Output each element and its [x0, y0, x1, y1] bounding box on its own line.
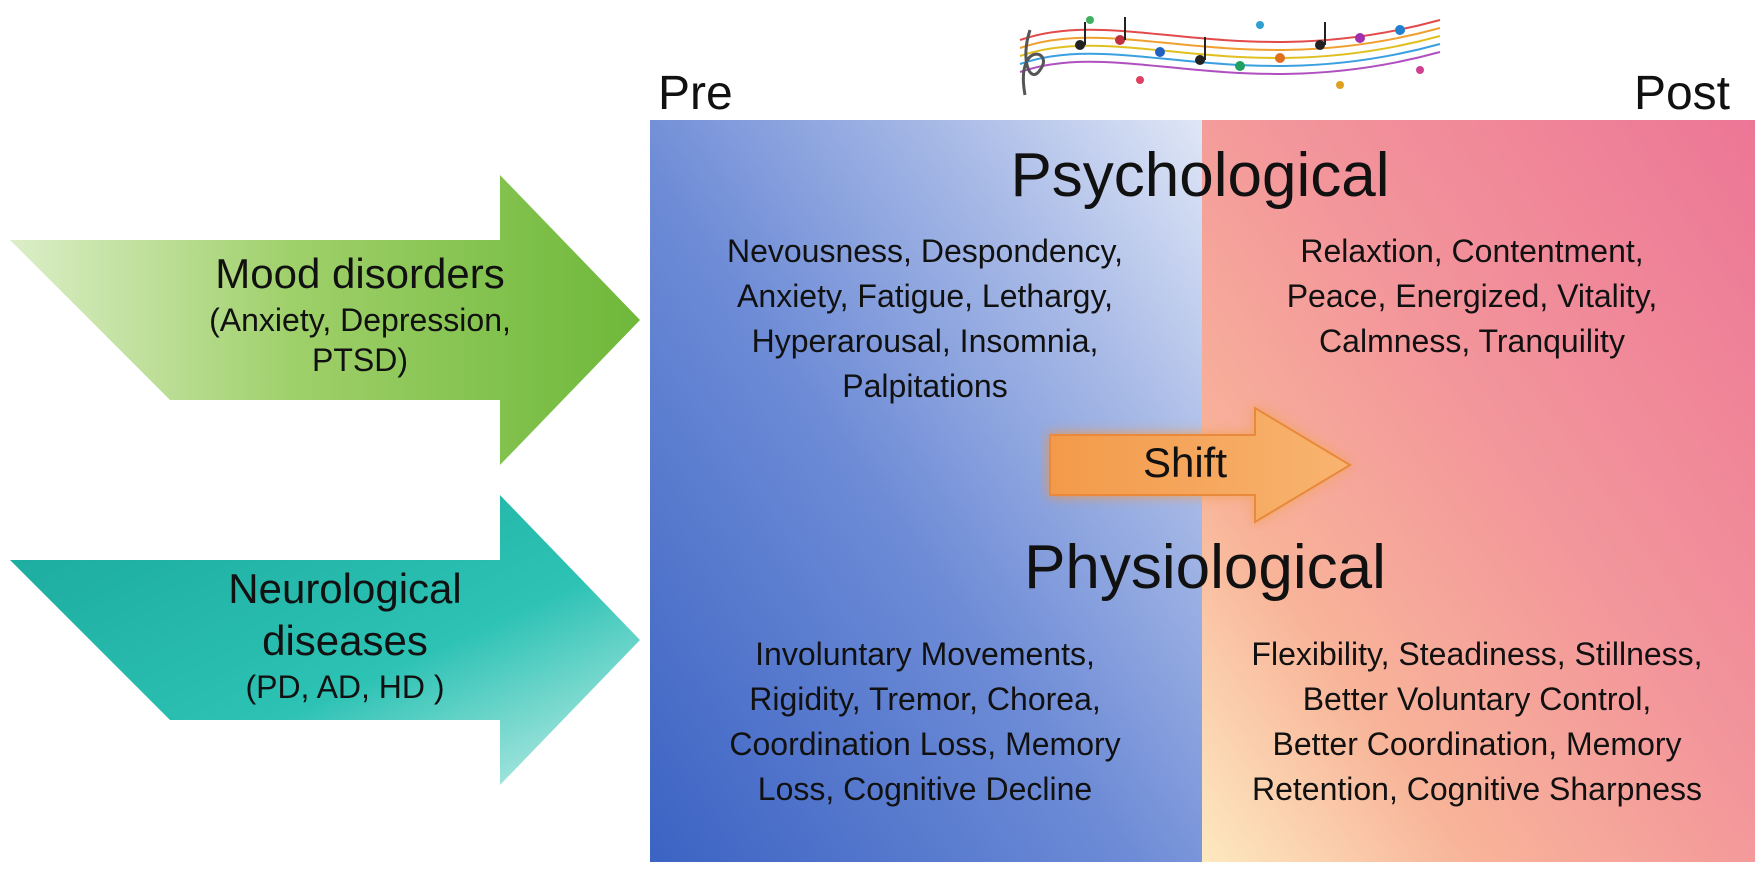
mood-sub-1: (Anxiety, Depression,: [209, 302, 511, 338]
mood-disorders-label: Mood disorders (Anxiety, Depression, PTS…: [160, 248, 560, 380]
psychological-pre-text: Nevousness, Despondency, Anxiety, Fatigu…: [665, 229, 1185, 409]
phys-pre-line: Loss, Cognitive Decline: [757, 771, 1093, 807]
mood-title: Mood disorders: [215, 250, 505, 297]
phys-pre-line: Coordination Loss, Memory: [729, 726, 1121, 762]
neuro-title-1: Neurological: [228, 565, 462, 612]
phys-post-line: Better Voluntary Control,: [1302, 681, 1652, 717]
psych-post-line: Peace, Energized, Vitality,: [1286, 278, 1658, 314]
physiological-pre-text: Involuntary Movements, Rigidity, Tremor,…: [665, 632, 1185, 812]
shift-arrow-icon: [1049, 406, 1352, 524]
music-staff-icon: [1019, 16, 1441, 96]
pre-label: Pre: [658, 67, 733, 120]
phys-post-line: Flexibility, Steadiness, Stillness,: [1251, 636, 1703, 672]
psychological-post-text: Relaxtion, Contentment, Peace, Energized…: [1212, 229, 1732, 364]
neurological-diseases-arrow: [10, 495, 640, 785]
mood-sub-2: PTSD): [312, 342, 408, 378]
phys-pre-line: Rigidity, Tremor, Chorea,: [749, 681, 1101, 717]
psychological-title: Psychological: [1010, 141, 1390, 210]
phys-post-line: Retention, Cognitive Sharpness: [1251, 771, 1703, 807]
input-arrows: [10, 175, 640, 785]
neuro-sub: (PD, AD, HD ): [245, 669, 445, 705]
neurological-diseases-label: Neurological diseases (PD, AD, HD ): [145, 563, 545, 707]
psych-pre-line: Hyperarousal, Insomnia,: [751, 323, 1099, 359]
psych-pre-line: Anxiety, Fatigue, Lethargy,: [737, 278, 1113, 314]
psych-post-line: Calmness, Tranquility: [1319, 323, 1625, 359]
psych-post-line: Relaxtion, Contentment,: [1300, 233, 1644, 269]
mood-disorders-arrow: [10, 175, 640, 465]
psych-pre-line: Palpitations: [842, 368, 1008, 404]
physiological-title: Physiological: [1024, 533, 1386, 602]
psych-pre-line: Nevousness, Despondency,: [726, 233, 1124, 269]
phys-post-line: Better Coordination, Memory: [1272, 726, 1682, 762]
shift-label: Shift: [1142, 439, 1228, 486]
phys-pre-line: Involuntary Movements,: [755, 636, 1095, 672]
physiological-post-text: Flexibility, Steadiness, Stillness, Bett…: [1202, 632, 1752, 812]
neuro-title-2: diseases: [262, 617, 428, 664]
post-label: Post: [1633, 67, 1730, 120]
